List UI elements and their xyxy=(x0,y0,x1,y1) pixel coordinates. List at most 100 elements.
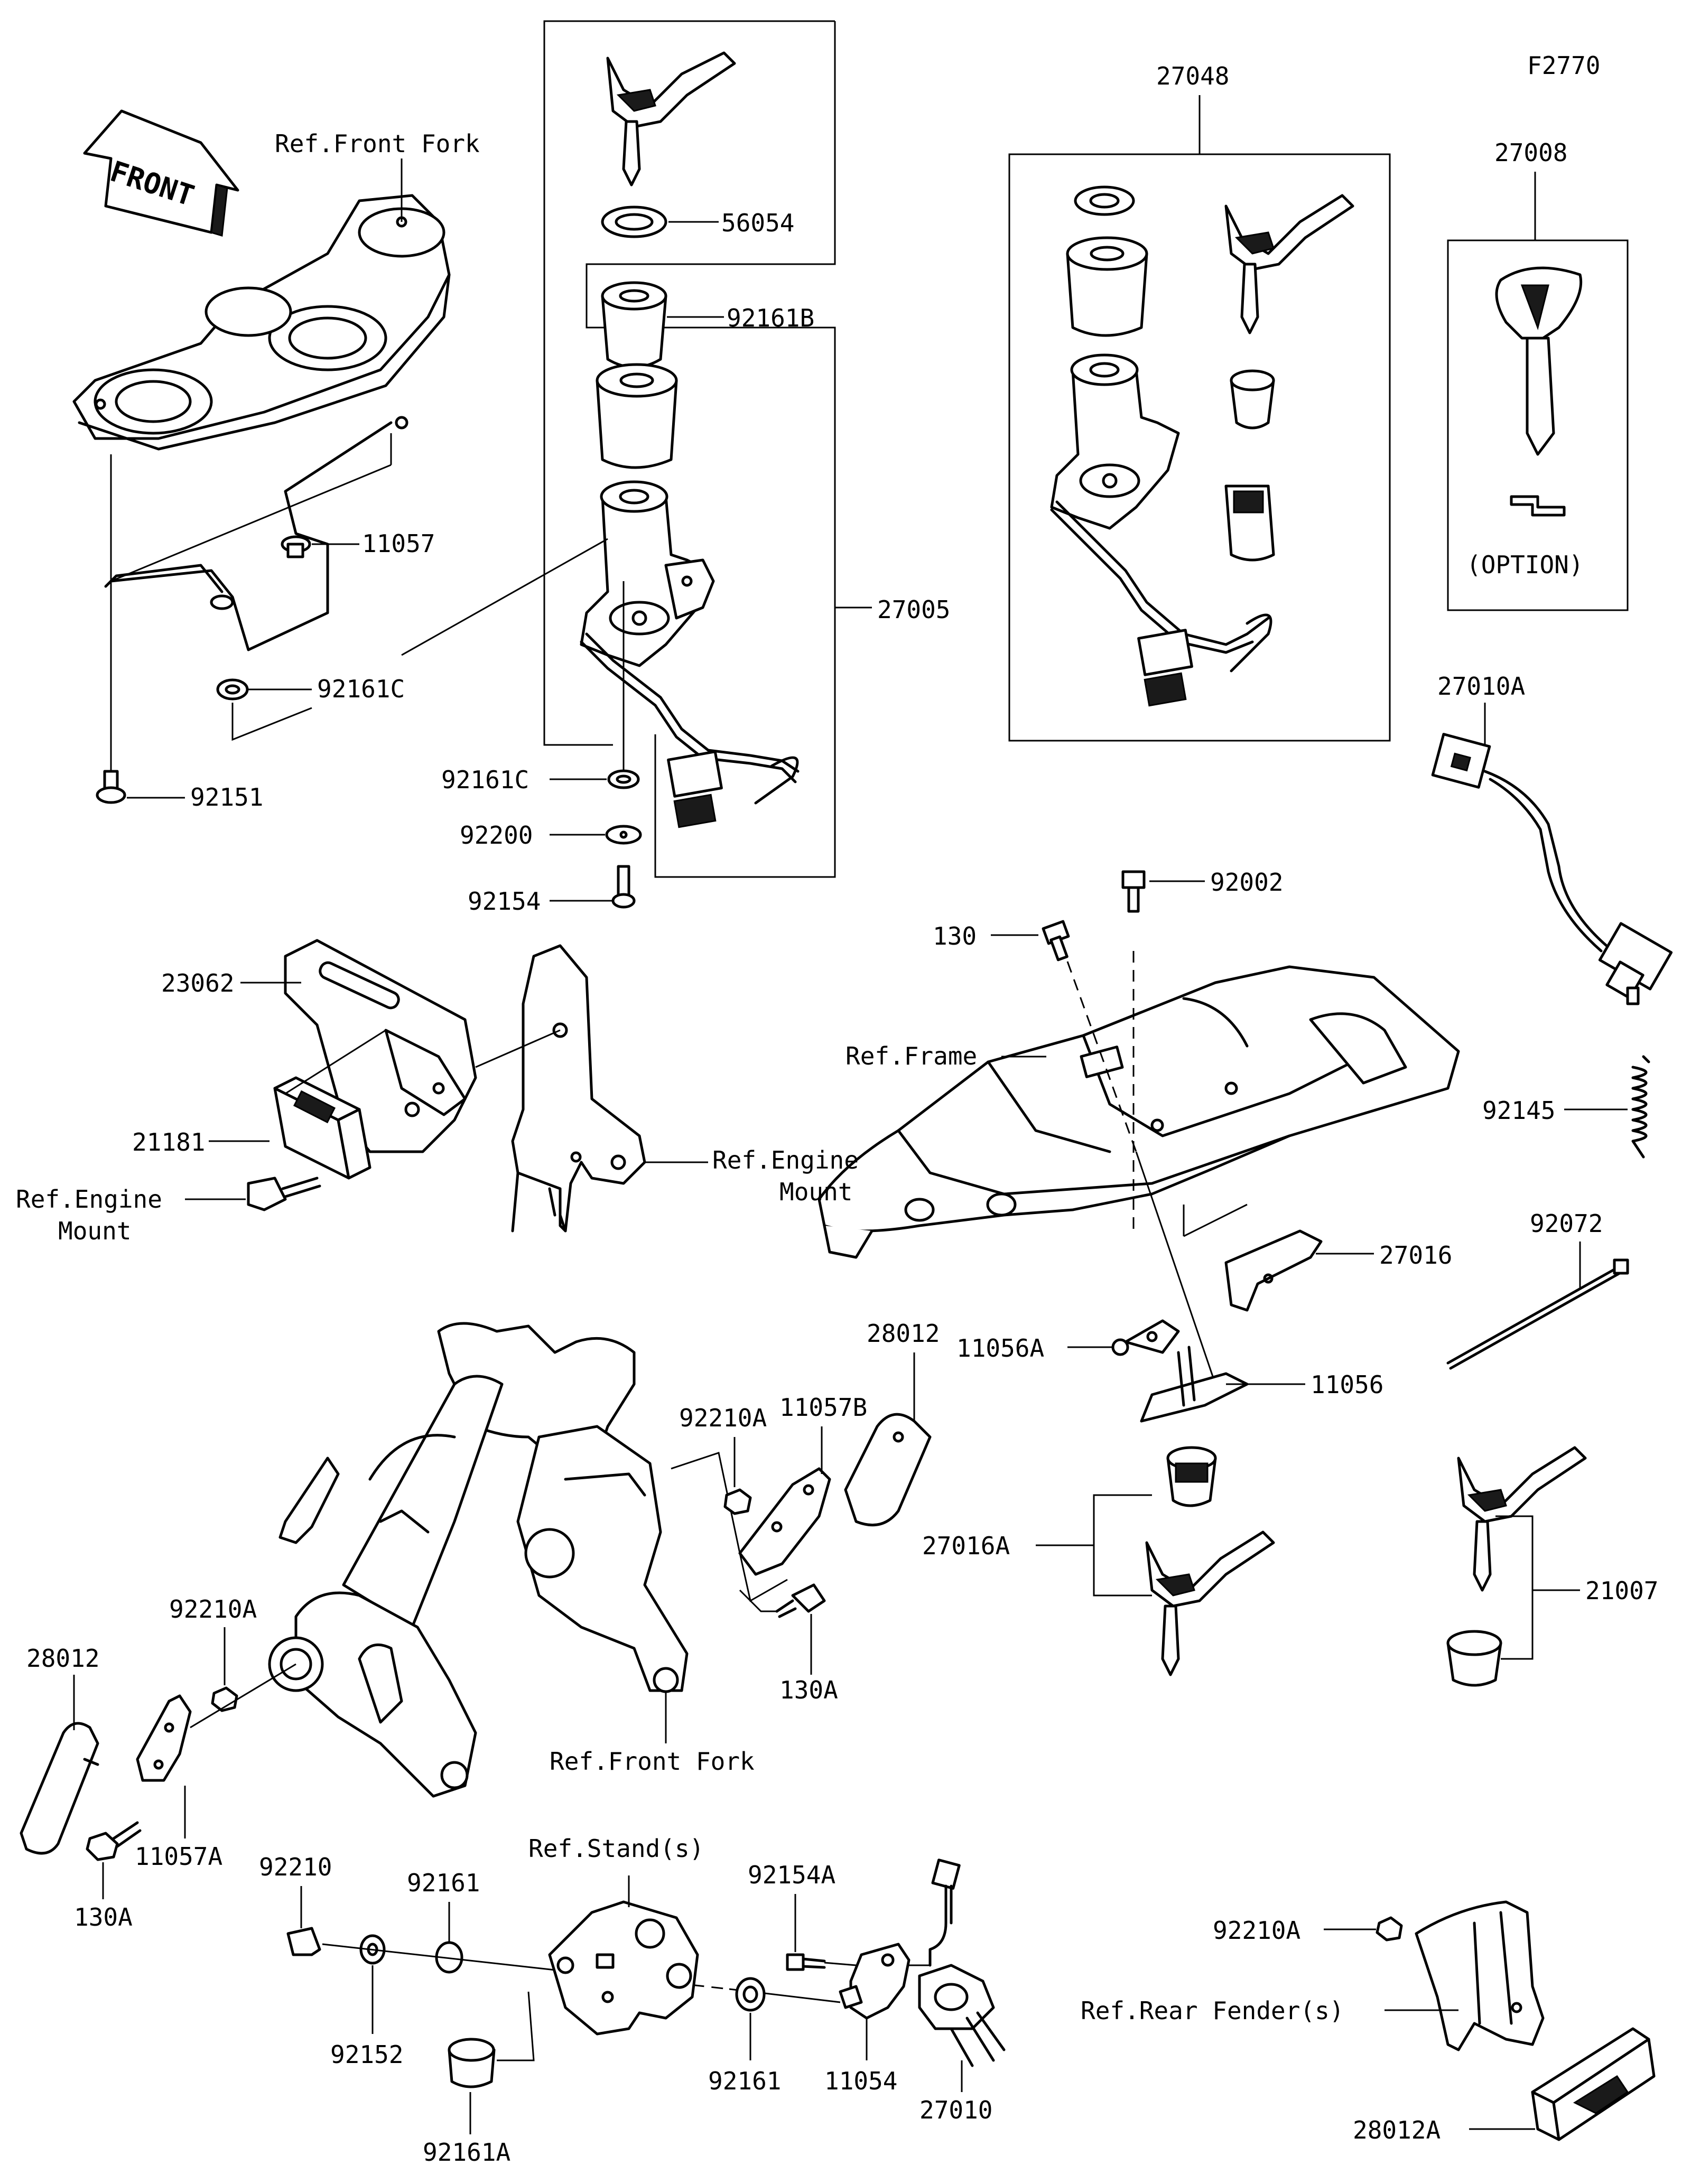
part-92154 xyxy=(611,865,636,909)
callout-92154A: 92154A xyxy=(748,1861,835,1889)
callout-ref-front-fork-top: Ref.Front Fork xyxy=(275,129,480,158)
engine-mount-plate xyxy=(511,944,646,1233)
callout-92152: 92152 xyxy=(330,2040,403,2069)
front-arrow-icon: FRONT xyxy=(83,109,239,237)
part-27016A xyxy=(1145,1446,1275,1676)
callout-27016: 27016 xyxy=(1379,1241,1452,1270)
part-56054 xyxy=(601,206,667,238)
callout-92161-top: 92161 xyxy=(407,1869,480,1897)
callout-92200: 92200 xyxy=(460,821,533,850)
callout-92145: 92145 xyxy=(1482,1096,1555,1125)
callout-ref-front-fork-bottom: Ref.Front Fork xyxy=(550,1747,755,1776)
callout-130A-left: 130A xyxy=(74,1903,133,1931)
callout-92161C-mid: 92161C xyxy=(441,766,529,794)
callout-21181: 21181 xyxy=(132,1128,205,1156)
callout-23062: 23062 xyxy=(161,969,234,997)
callout-ref-engine-mount-left-2: Mount xyxy=(58,1217,131,1245)
callout-28012-right: 28012 xyxy=(867,1319,940,1348)
callout-92161A: 92161A xyxy=(423,2138,510,2167)
part-27016 xyxy=(1224,1229,1323,1312)
part-21181 xyxy=(273,1076,371,1180)
part-92210A-right xyxy=(1376,1916,1403,1942)
part-92154A xyxy=(786,1953,826,1971)
callout-11057: 11057 xyxy=(362,529,435,558)
part-92210 xyxy=(286,1927,321,1956)
part-28012-left xyxy=(20,1722,99,1855)
part-92161C-mid xyxy=(607,769,640,789)
part-92200 xyxy=(605,825,642,845)
callout-130A-mid: 130A xyxy=(779,1676,838,1704)
callout-92161C-left: 92161C xyxy=(317,675,405,703)
part-11056A xyxy=(1111,1319,1180,1356)
part-11057A xyxy=(136,1694,192,1782)
callout-92161B: 92161B xyxy=(727,304,814,332)
option-label: (OPTION) xyxy=(1466,550,1584,579)
callout-56054: 56054 xyxy=(721,209,794,237)
callout-11056: 11056 xyxy=(1311,1370,1383,1399)
part-28012A xyxy=(1531,2027,1656,2141)
callout-27005: 27005 xyxy=(877,595,950,624)
part-27010 xyxy=(918,1859,1006,2067)
callout-27016A: 27016A xyxy=(922,1532,1010,1560)
part-21007 xyxy=(1446,1446,1587,1687)
part-92210A-mid xyxy=(723,1488,752,1515)
part-92161B xyxy=(601,281,667,369)
front-fork-assembly xyxy=(268,1322,689,1798)
callout-92210A-right: 92210A xyxy=(1213,1916,1300,1945)
callout-92154: 92154 xyxy=(468,887,541,916)
part-92161C-left xyxy=(216,678,249,701)
callout-ref-engine-mount-left-1: Ref.Engine xyxy=(16,1185,162,1214)
callout-130-top: 130 xyxy=(933,922,977,950)
part-92145 xyxy=(1631,1055,1650,1159)
stand-bracket xyxy=(548,1900,699,2036)
callout-ref-engine-mount-right-2: Mount xyxy=(779,1178,852,1206)
callout-27010: 27010 xyxy=(919,2096,992,2124)
part-28012-right xyxy=(844,1413,932,1527)
lock-cover xyxy=(596,363,678,469)
part-92161A xyxy=(448,2038,496,2088)
callout-92161-bottom: 92161 xyxy=(708,2067,781,2095)
callout-92210A-mid: 92210A xyxy=(679,1404,767,1432)
engine-mount-bolt xyxy=(247,1177,321,1211)
callout-11054: 11054 xyxy=(824,2067,897,2095)
key-icon-option xyxy=(1495,266,1583,517)
part-130-top xyxy=(1042,920,1070,962)
part-130A-left xyxy=(86,1821,142,1861)
diagram-code: F2770 xyxy=(1527,51,1600,80)
part-11056 xyxy=(1140,1346,1249,1423)
ignition-switch-body xyxy=(580,480,800,828)
callout-92072: 92072 xyxy=(1530,1209,1603,1238)
part-11057 xyxy=(104,421,393,651)
callout-27008: 27008 xyxy=(1494,138,1567,167)
callout-ref-engine-mount-right-1: Ref.Engine xyxy=(712,1146,859,1174)
part-92151 xyxy=(96,770,126,804)
callout-28012A: 28012A xyxy=(1353,2116,1441,2144)
callout-ref-stands: Ref.Stand(s) xyxy=(528,1834,704,1863)
callout-11056A: 11056A xyxy=(956,1334,1044,1362)
part-92210A-left xyxy=(211,1686,238,1712)
part-92161-bottom xyxy=(735,1977,766,2012)
frame xyxy=(817,965,1460,1259)
part-23062 xyxy=(284,939,477,1153)
callout-92210: 92210 xyxy=(259,1853,332,1881)
callout-11057B: 11057B xyxy=(779,1393,867,1422)
callout-21007: 21007 xyxy=(1585,1576,1658,1605)
callout-ref-frame: Ref.Frame xyxy=(846,1042,977,1070)
part-92002 xyxy=(1121,870,1146,913)
key-icon-top xyxy=(606,51,736,186)
part-92072 xyxy=(1446,1258,1629,1370)
part-11054 xyxy=(839,1943,910,2020)
callout-92210A-left: 92210A xyxy=(169,1595,257,1623)
callout-92002: 92002 xyxy=(1210,868,1283,897)
callout-92151: 92151 xyxy=(190,783,263,811)
callout-11057A: 11057A xyxy=(135,1842,222,1871)
callout-27048: 27048 xyxy=(1156,62,1229,90)
part-11057B xyxy=(738,1467,831,1576)
callout-27010A: 27010A xyxy=(1437,672,1525,701)
callout-ref-rear-fender: Ref.Rear Fender(s) xyxy=(1081,1996,1344,2025)
callout-28012-left: 28012 xyxy=(26,1644,99,1673)
upper-fork-bracket xyxy=(72,194,451,451)
rear-fender-bracket xyxy=(1415,1900,1545,2051)
part-130A-mid xyxy=(775,1583,826,1618)
